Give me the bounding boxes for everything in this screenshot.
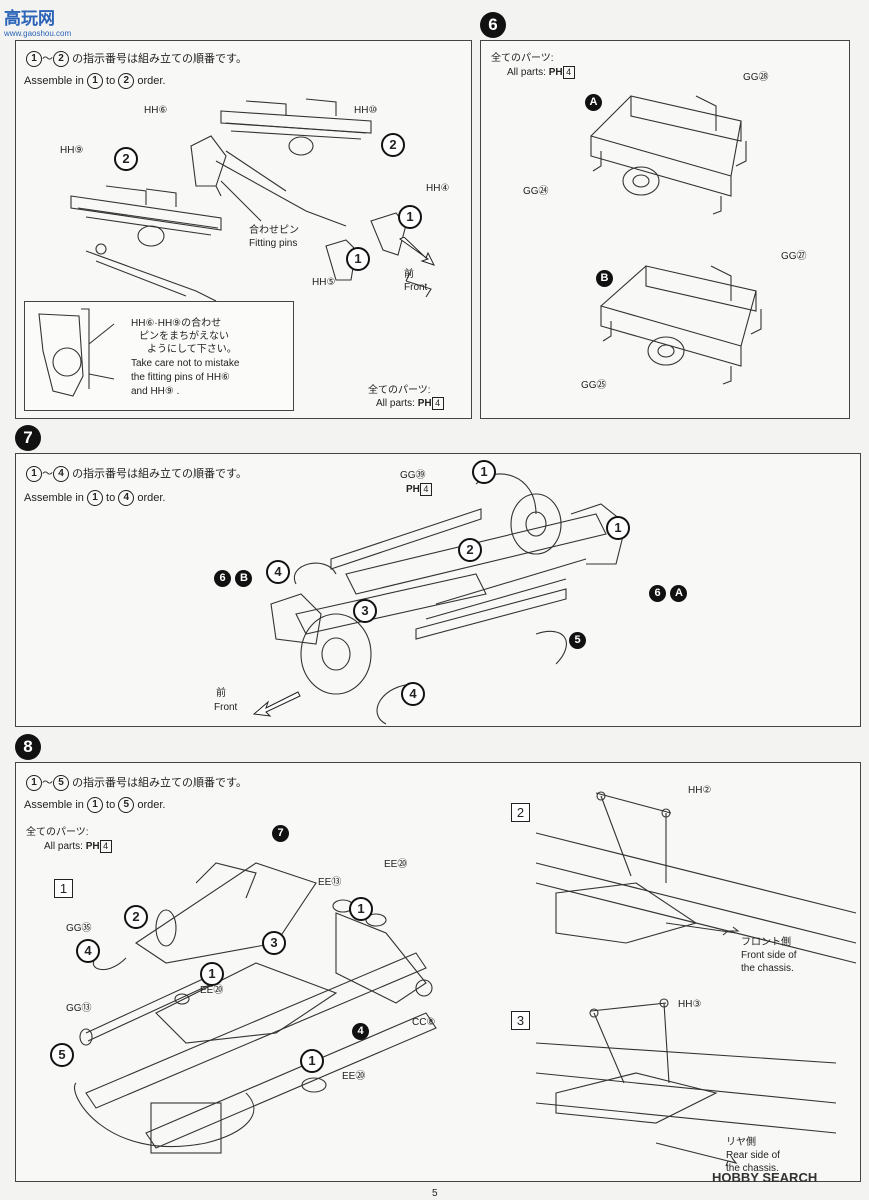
callout-1-right: 1 <box>398 205 422 229</box>
hobby-search-watermark: HOBBY SEARCH <box>712 1170 818 1185</box>
site-logo: 高玩网 www.gaoshou.com <box>4 4 71 38</box>
step7-ref-6b: 6 B <box>214 568 253 587</box>
subview-3-number: 3 <box>511 1011 530 1030</box>
label-hh5: HH⑤ <box>312 277 336 288</box>
subview-1-number: 1 <box>54 879 73 898</box>
subview-2-number: 2 <box>511 803 530 822</box>
step8-order-en: Assemble in 1 to 5 order. <box>24 797 166 813</box>
chassis-assembly-drawing <box>74 791 857 1167</box>
step8-callout-5: 5 <box>50 1043 74 1067</box>
step7-callout-4-left: 4 <box>266 560 290 584</box>
step8-label-cc8: CC⑧ <box>412 1017 436 1028</box>
step8-callout-4-dark: 4 <box>352 1023 369 1040</box>
step6-all-parts-jp: 全てのパーツ: <box>491 53 554 64</box>
label-hh4: HH④ <box>426 183 450 194</box>
step6-label-gg25: GG㉕ <box>581 380 607 391</box>
step7-ref-6a: 6 A <box>649 583 688 602</box>
note-jp-3: ようにして下さい。 <box>147 344 237 355</box>
step7-front-arrow <box>252 691 301 717</box>
note-jp-1: HH⑥·HH⑨の合わせ <box>131 318 222 329</box>
step8-callout-2: 2 <box>124 905 148 929</box>
step7-callout-2: 2 <box>458 538 482 562</box>
step7-label-gg39: GG㊴ <box>400 470 426 481</box>
panel-step-7: 1～4 の指示番号は組み立ての順番です。 Assemble in 1 to 4 … <box>15 453 861 727</box>
step8-label-gg35: GG㉟ <box>66 923 92 934</box>
step8-label-hh3: HH③ <box>678 999 702 1010</box>
step7-order-jp: 1～4 の指示番号は組み立ての順番です。 <box>26 466 247 482</box>
step8-callout-4: 4 <box>76 939 100 963</box>
front-label-jp: 前 <box>404 269 414 280</box>
step8-label-ee20-bottom: EE⑳ <box>342 1071 366 1082</box>
rear-axles-assembly-drawing <box>270 473 627 725</box>
leaf-spring-assembly-drawing <box>70 98 432 315</box>
step6-label-gg24: GG㉔ <box>523 186 549 197</box>
step6-label-gg28: GG㉘ <box>743 72 769 83</box>
step7-front-en: Front <box>214 702 238 713</box>
fitting-pin-detail-drawing <box>38 308 115 397</box>
note-jp-2: ピンをまちがえない <box>139 331 229 342</box>
callout-2-rear: 2 <box>381 133 405 157</box>
step-7-badge: 7 <box>15 425 41 451</box>
note-box: HH⑥·HH⑨の合わせ ピンをまちがえない ようにして下さい。 Take car… <box>24 301 294 411</box>
step7-callout-1-right: 1 <box>606 516 630 540</box>
step8-label-ee20-top: EE⑳ <box>384 859 408 870</box>
label-hh10: HH⑩ <box>354 105 378 116</box>
axle-a-drawing <box>590 95 762 385</box>
site-logo-url: www.gaoshou.com <box>4 29 72 38</box>
page-number: 5 <box>432 1188 438 1199</box>
callout-2-front: 2 <box>114 147 138 171</box>
step7-callout-4-bottom: 4 <box>401 682 425 706</box>
step8-callout-1-bottom: 1 <box>300 1049 324 1073</box>
site-logo-text: 高玩网 <box>4 9 55 28</box>
fitting-pins-jp: 合わせピン <box>249 225 299 236</box>
step6-label-gg27: GG㉗ <box>781 251 807 262</box>
step8-label-ee20-mid: EE⑳ <box>200 985 224 996</box>
step7-callout-5: 5 <box>569 632 586 649</box>
front-arrow <box>399 237 435 266</box>
order-last-num: 2 <box>53 51 69 67</box>
front-side-en-2: the chassis. <box>741 963 794 974</box>
order-first-num: 1 <box>26 51 42 67</box>
step8-callout-1-mid: 1 <box>200 962 224 986</box>
step6-callout-a: A <box>585 94 602 111</box>
step-6-badge: 6 <box>480 12 506 38</box>
callout-1-center: 1 <box>346 247 370 271</box>
step7-callout-3: 3 <box>353 599 377 623</box>
step8-label-hh2: HH② <box>688 785 712 796</box>
rear-side-jp: リヤ側 <box>726 1137 756 1148</box>
step7-callout-1-top: 1 <box>472 460 496 484</box>
note-en-2: the fitting pins of HH⑥ <box>131 372 231 383</box>
panel-step-8: 1～5 の指示番号は組み立ての順番です。 Assemble in 1 to 5 … <box>15 762 861 1182</box>
step8-order-jp: 1～5 の指示番号は組み立ての順番です。 <box>26 775 247 791</box>
order-instruction-jp: 1～2 の指示番号は組み立ての順番です。 <box>26 51 247 67</box>
fitting-pins-en: Fitting pins <box>249 238 298 249</box>
step-8-badge: 8 <box>15 734 41 760</box>
step8-callout-7: 7 <box>272 825 289 842</box>
step8-callout-3: 3 <box>262 931 286 955</box>
front-side-en-1: Front side of <box>741 950 797 961</box>
step8-label-ee13: EE⑬ <box>318 877 342 888</box>
note-en-1: Take care not to mistake <box>131 358 240 369</box>
step8-label-gg13: GG⑬ <box>66 1003 92 1014</box>
label-hh6: HH⑥ <box>144 105 168 116</box>
order-instruction-en: Assemble in 1 to 2 order. <box>24 73 166 89</box>
step8-callout-1-top: 1 <box>349 897 373 921</box>
step6-callout-b: B <box>596 270 613 287</box>
panel-leaf-spring: 1～2 の指示番号は組み立ての順番です。 Assemble in 1 to 2 … <box>15 40 472 419</box>
front-label-en: Front <box>404 282 428 293</box>
note-en-3: and HH⑨ . <box>131 386 180 397</box>
rear-side-en-1: Rear side of <box>726 1150 780 1161</box>
step7-order-en: Assemble in 1 to 4 order. <box>24 490 166 506</box>
step7-front-jp: 前 <box>216 688 226 699</box>
rear-side-en-2: the chassis. <box>726 1163 779 1174</box>
label-hh9: HH⑨ <box>60 145 84 156</box>
all-parts-jp: 全てのパーツ: <box>368 385 431 396</box>
front-side-jp: フロント側 <box>741 937 791 948</box>
step8-all-parts-jp: 全てのパーツ: <box>26 827 89 838</box>
